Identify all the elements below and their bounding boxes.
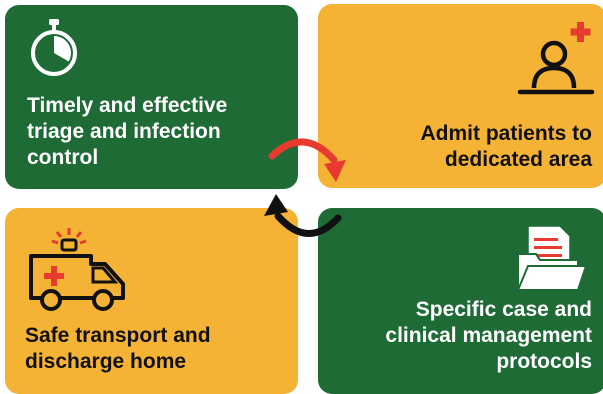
ambulance-icon bbox=[29, 228, 125, 311]
admit-label: Admit patients to dedicated area bbox=[420, 122, 593, 171]
patient-with-plus-icon bbox=[517, 22, 595, 95]
document-folder-icon bbox=[516, 225, 588, 291]
cycle-arrows-icon bbox=[264, 138, 346, 237]
step-protocols-tile: Specific case and clinical management pr… bbox=[318, 208, 603, 394]
step-admit-tile: Admit patients to dedicated area bbox=[318, 4, 603, 188]
stopwatch-icon bbox=[31, 19, 77, 76]
protocols-label: Specific case and clinical management pr… bbox=[385, 298, 592, 373]
triage-label: Timely and effective triage and infectio… bbox=[27, 94, 228, 169]
transport-label: Safe transport and discharge home bbox=[25, 324, 211, 373]
step-transport-tile: Safe transport and discharge home bbox=[5, 208, 298, 394]
step-triage-tile: Timely and effective triage and infectio… bbox=[5, 5, 298, 189]
